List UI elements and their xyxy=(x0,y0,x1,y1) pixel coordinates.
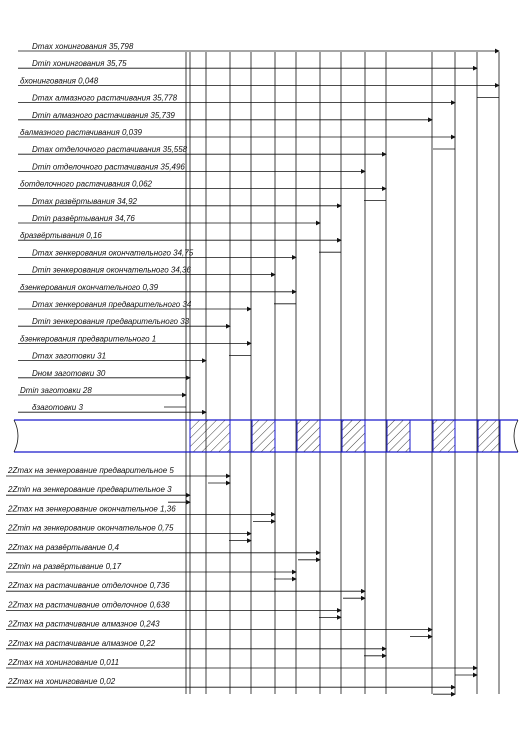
dimension-label: Dmin зенкерования предварительного 33 xyxy=(32,317,190,326)
dimension-label: δотделочного растачивания 0,062 xyxy=(20,180,153,189)
hatched-section xyxy=(189,419,231,453)
dimension-label: Dmax зенкерования предварительного 34 xyxy=(32,300,192,309)
hatched-section xyxy=(386,419,411,453)
allowance-label: 2Zmax на зенкерование окончательное 1,36 xyxy=(7,504,176,513)
dimension-label: Dном заготовки 30 xyxy=(32,369,106,378)
dimension-label: δразвёртывания 0,16 xyxy=(20,231,102,240)
dimension-label: Dmin заготовки 28 xyxy=(20,386,92,395)
hatched-section xyxy=(251,419,276,453)
dimension-label: Dmax хонингования 35,798 xyxy=(32,42,134,51)
break-left xyxy=(13,419,19,453)
dimension-label: Dmin зенкерования окончательного 34,36 xyxy=(32,266,191,275)
dimension-label: Dmin развёртывания 34,76 xyxy=(32,214,135,223)
allowance-label: 2Zmax на зенкерование предварительное 5 xyxy=(7,466,174,475)
allowance-label: 2Zmax на растачивание отделочное 0,736 xyxy=(7,581,170,590)
dimension-label: Dmax развёртывания 34,92 xyxy=(32,197,138,206)
hatched-section xyxy=(296,419,321,453)
allowance-label: 2Zmin на зенкерование предварительное 3 xyxy=(7,485,172,494)
hatched-section xyxy=(341,419,366,453)
dimension-label: Dmax зенкерования окончательного 34,75 xyxy=(32,248,194,257)
allowance-label: 2Zmax на растачивание алмазное 0,243 xyxy=(7,620,160,629)
dimension-label: Dmin отделочного растачивания 35,496 xyxy=(32,162,185,171)
allowance-label: 2Zmax на хонингование 0,02 xyxy=(7,677,116,686)
dimension-label: δхонингования 0,048 xyxy=(20,76,99,85)
dimension-label: Dmin хонингования 35,75 xyxy=(32,59,127,68)
allowance-label: 2Zmin на зенкерование окончательное 0,75 xyxy=(7,524,174,533)
dimension-label: Dmax отделочного растачивания 35,558 xyxy=(32,145,188,154)
dimension-label: Dmax алмазного растачивания 35,778 xyxy=(32,94,178,103)
dimension-label: Dmin алмазного растачивания 35,739 xyxy=(32,111,175,120)
hatched-section xyxy=(477,419,501,453)
dimension-label: δалмазного растачивания 0,039 xyxy=(20,128,143,137)
break-right xyxy=(513,419,519,453)
dimension-label: δзаготовки 3 xyxy=(32,403,83,412)
allowance-label: 2Zmax на растачивание отделочное 0,638 xyxy=(7,600,170,609)
hatched-section xyxy=(432,419,456,453)
allowance-label: 2Zmin на развёртывание 0,17 xyxy=(7,562,122,571)
allowance-label: 2Zmax на развёртывание 0,4 xyxy=(7,543,119,552)
dimension-label: Dmax заготовки 31 xyxy=(32,352,106,361)
dimension-label: δзенкерования предварительного 1 xyxy=(20,334,156,343)
allowance-label: 2Zmax на растачивание алмазное 0,22 xyxy=(7,639,156,648)
allowance-label: 2Zmax на хонингование 0,011 xyxy=(7,658,119,667)
dimension-label: δзенкерования окончательного 0,39 xyxy=(20,283,159,292)
